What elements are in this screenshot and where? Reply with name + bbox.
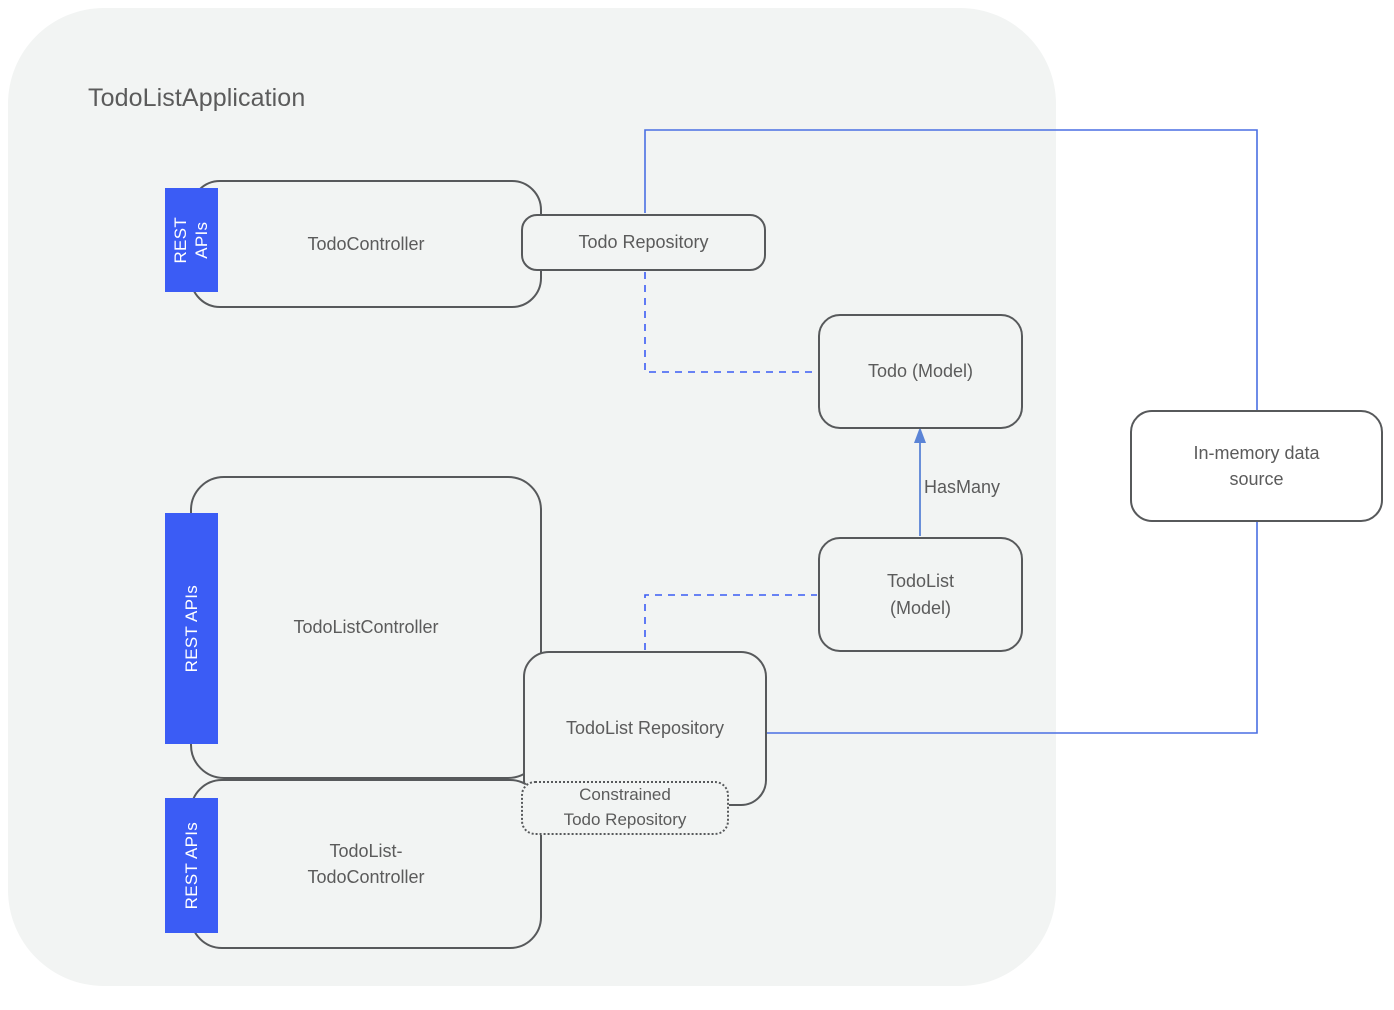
node-label-line1: TodoList- bbox=[329, 840, 403, 861]
node-label-line2: source bbox=[1229, 469, 1284, 489]
node-label: TodoList (Model) bbox=[877, 568, 964, 620]
node-constrained-todo-repository[interactable]: Constrained Todo Repository bbox=[521, 781, 729, 835]
rest-apis-badge-todolist-controller[interactable]: REST APIs bbox=[165, 513, 218, 744]
edge-label-hasmany: HasMany bbox=[924, 477, 1001, 497]
node-label: Todo Repository bbox=[578, 232, 709, 253]
node-label: Constrained Todo Repository bbox=[554, 783, 697, 832]
node-label: TodoList- TodoController bbox=[297, 838, 434, 890]
node-label: TodoController bbox=[307, 233, 425, 254]
node-todo-model[interactable]: Todo (Model) bbox=[818, 314, 1023, 429]
node-label-line2: TodoController bbox=[307, 867, 425, 887]
node-label: Todo (Model) bbox=[867, 361, 974, 382]
node-label-line2: Todo Repository bbox=[563, 810, 687, 829]
node-todolist-todo-controller[interactable]: TodoList- TodoController bbox=[190, 779, 542, 949]
node-label: TodoListController bbox=[293, 617, 439, 638]
node-label-line2: (Model) bbox=[889, 597, 951, 618]
node-label-line1: TodoList bbox=[886, 571, 955, 592]
badge-text: REST APIs bbox=[170, 217, 213, 264]
node-todolist-model[interactable]: TodoList (Model) bbox=[818, 537, 1023, 652]
node-todolist-repository[interactable]: TodoList Repository bbox=[523, 651, 767, 806]
node-todo-controller[interactable]: TodoController bbox=[190, 180, 542, 308]
node-todo-repository[interactable]: Todo Repository bbox=[521, 214, 766, 271]
node-in-memory-data-source[interactable]: In-memory data source bbox=[1130, 410, 1383, 522]
node-label-line1: In-memory data bbox=[1193, 442, 1320, 463]
node-label-line1: Constrained bbox=[579, 785, 671, 805]
badge-text-line2: APIs bbox=[192, 221, 212, 259]
node-label: In-memory data source bbox=[1183, 440, 1329, 492]
node-label: TodoList Repository bbox=[565, 718, 725, 739]
rest-apis-badge-todolist-todo-controller[interactable]: REST APIs bbox=[165, 798, 218, 933]
application-title: TodoListApplication bbox=[88, 84, 306, 112]
rest-apis-badge-todo-controller[interactable]: REST APIs bbox=[165, 188, 218, 292]
badge-text-line1: REST bbox=[171, 216, 191, 264]
badge-text: REST APIs bbox=[181, 584, 201, 673]
badge-text: REST APIs bbox=[181, 821, 201, 910]
node-todolist-controller[interactable]: TodoListController bbox=[190, 476, 542, 779]
